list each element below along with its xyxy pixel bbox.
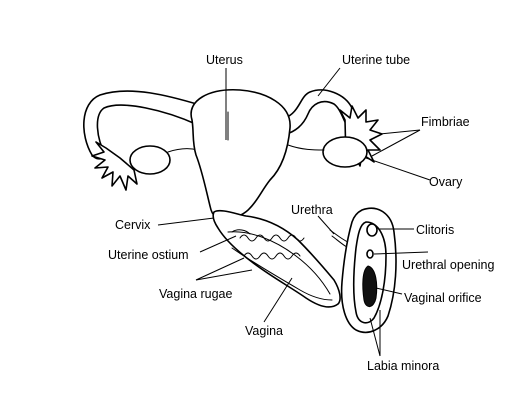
cervix-leader — [157, 217, 215, 226]
left-ovarian-ligament — [167, 148, 199, 153]
labels: Uterus Uterine tube Fimbriae Ovary Cervi… — [108, 53, 494, 373]
label-uterine-ostium: Uterine ostium — [108, 248, 189, 262]
uterine-ostium-leader — [199, 235, 237, 253]
fimbriae-leader-2 — [371, 129, 421, 157]
label-uterus: Uterus — [206, 53, 243, 67]
label-ovary: Ovary — [429, 175, 463, 189]
left-ovary — [129, 145, 171, 175]
vaginal-canal — [227, 231, 331, 295]
left-fimbriae — [91, 141, 138, 191]
label-uterine-tube: Uterine tube — [342, 53, 410, 67]
label-urethra: Urethra — [291, 203, 333, 217]
right-ovary — [322, 136, 368, 168]
reproductive-organs — [83, 89, 397, 334]
vagina-leader — [263, 277, 293, 323]
vaginal-orifice-leader — [375, 287, 403, 295]
urethral-opening-shape — [366, 249, 374, 259]
label-vagina-rugae: Vagina rugae — [159, 287, 232, 301]
label-cervix: Cervix — [115, 218, 151, 232]
label-vagina: Vagina — [245, 324, 283, 338]
right-ovarian-ligament — [287, 144, 325, 151]
uterine-tube-leader — [317, 67, 341, 97]
vagina-rugae-folds-2 — [243, 252, 301, 260]
label-urethral-opening: Urethral opening — [402, 258, 494, 272]
vaginal-canal-lower — [231, 247, 333, 301]
fimbriae-leader-1 — [379, 129, 421, 135]
leader-lines — [157, 67, 431, 357]
vagina-rugae-leader-2 — [195, 269, 253, 281]
urethral-opening-leader — [373, 251, 429, 255]
label-clitoris: Clitoris — [416, 223, 454, 237]
vagina-rugae-leader-1 — [195, 257, 245, 281]
vagina-rugae-folds — [239, 234, 305, 242]
labia-minora-leader-1 — [369, 317, 381, 357]
ovary-leader — [365, 157, 431, 181]
label-fimbriae: Fimbriae — [421, 115, 470, 129]
uterus-body — [190, 89, 291, 222]
clitoris-shape — [366, 223, 378, 237]
urethra-leader — [317, 215, 335, 235]
uterine-ostium-mark — [231, 229, 251, 235]
label-vaginal-orifice: Vaginal orifice — [404, 291, 482, 305]
label-labia-minora: Labia minora — [367, 359, 439, 373]
vaginal-orifice-shape — [362, 265, 378, 307]
